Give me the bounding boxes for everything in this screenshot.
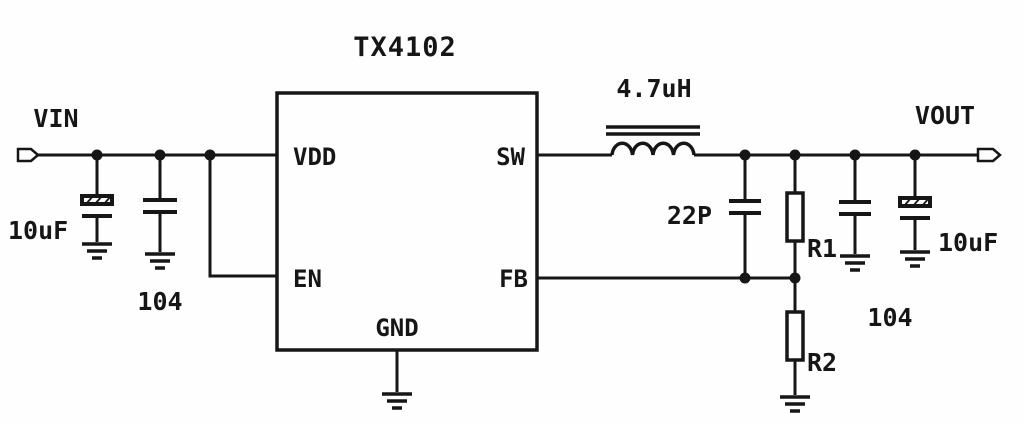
resistor-r1-symbol xyxy=(785,191,805,243)
junction-dot xyxy=(909,149,921,161)
inductor-coil xyxy=(610,141,696,156)
input-bulk-cap-label: 10uF xyxy=(8,216,68,245)
r2-label: R2 xyxy=(807,348,837,377)
ground-symbol xyxy=(838,254,872,272)
ground-symbol xyxy=(898,250,932,268)
junction-dot xyxy=(739,272,751,284)
ground-symbol xyxy=(80,242,114,260)
output-ceramic-cap-label: 104 xyxy=(867,303,912,332)
cap-plate-hatch xyxy=(94,195,103,205)
vout-label: VOUT xyxy=(915,101,975,130)
vin-label: VIN xyxy=(33,104,78,133)
junction-dot xyxy=(204,149,216,161)
pin-label-fb: FB xyxy=(499,265,528,293)
cap-plate xyxy=(80,194,114,206)
feedforward-cap-label: 22P xyxy=(667,201,712,230)
ic-part-number-label: TX4102 xyxy=(353,32,457,63)
feedforward-cap-symbol xyxy=(729,199,761,215)
r1-label: R1 xyxy=(807,234,837,263)
ground-symbol xyxy=(380,392,414,410)
output-bulk-cap-symbol xyxy=(898,196,932,220)
cap-plate xyxy=(898,196,932,208)
input-ceramic-cap-symbol xyxy=(143,198,177,214)
cap-plate-hatch xyxy=(921,197,930,207)
wire-en-branch xyxy=(208,155,277,278)
output-ceramic-cap-symbol xyxy=(839,200,871,216)
inductor-symbol xyxy=(606,125,700,156)
junction-dot xyxy=(154,149,166,161)
vin-terminal xyxy=(16,147,40,163)
junction-dot xyxy=(91,149,103,161)
resistor-r2-symbol xyxy=(785,310,805,362)
inductor-label: 4.7uH xyxy=(616,74,691,103)
cap-plate-hatch xyxy=(103,195,112,205)
vout-terminal xyxy=(976,147,1002,163)
junction-dot xyxy=(849,149,861,161)
input-bulk-cap-symbol xyxy=(80,194,114,218)
output-bulk-cap-label: 10uF xyxy=(938,228,998,257)
input-ceramic-cap-label: 104 xyxy=(137,287,182,316)
pin-label-en: EN xyxy=(293,265,322,293)
junction-dot xyxy=(789,272,801,284)
pin-label-gnd: GND xyxy=(375,314,418,342)
junction-dot xyxy=(789,149,801,161)
cap-plate-hatch xyxy=(85,195,94,205)
ground-symbol xyxy=(778,395,812,413)
ic-body xyxy=(275,91,539,352)
junction-dot xyxy=(739,149,751,161)
pin-label-sw: SW xyxy=(496,143,525,171)
pin-label-vdd: VDD xyxy=(293,143,336,171)
cap-plate-hatch xyxy=(903,197,912,207)
cap-plate-hatch xyxy=(912,197,921,207)
ground-symbol xyxy=(143,252,177,270)
junction-dots xyxy=(91,149,921,284)
